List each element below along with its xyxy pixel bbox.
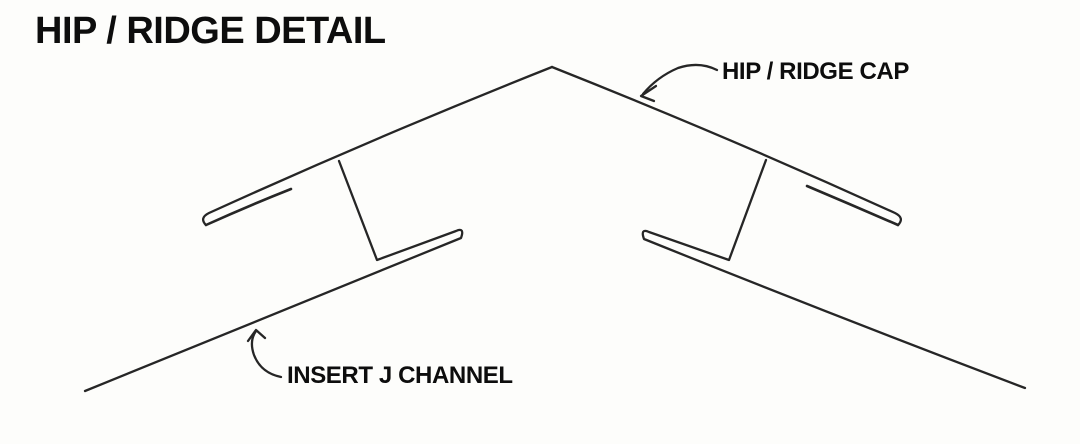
j-channel-arrow-curve (250, 329, 283, 379)
j-channel-arrowhead-icon (246, 328, 267, 343)
ridge-cap-right-hem-line (805, 184, 900, 227)
j-channel-callout-arrow (246, 328, 283, 379)
ridge-cap-left-line (201, 65, 554, 227)
ridge-cap-left-hem-line (204, 187, 293, 227)
cap-callout-arrow (639, 63, 719, 103)
ridge-cap-right-line (550, 65, 903, 227)
cap-label: HIP / RIDGE CAP (722, 58, 909, 85)
cap-arrow-curve (641, 63, 719, 96)
page-title: HIP / RIDGE DETAIL (35, 10, 386, 52)
right-j-channel-and-roof-line (641, 158, 1027, 390)
cap-arrowhead-icon (639, 84, 658, 103)
j-channel-label: INSERT J CHANNEL (287, 362, 513, 389)
left-j-channel-and-roof-line (83, 159, 464, 393)
